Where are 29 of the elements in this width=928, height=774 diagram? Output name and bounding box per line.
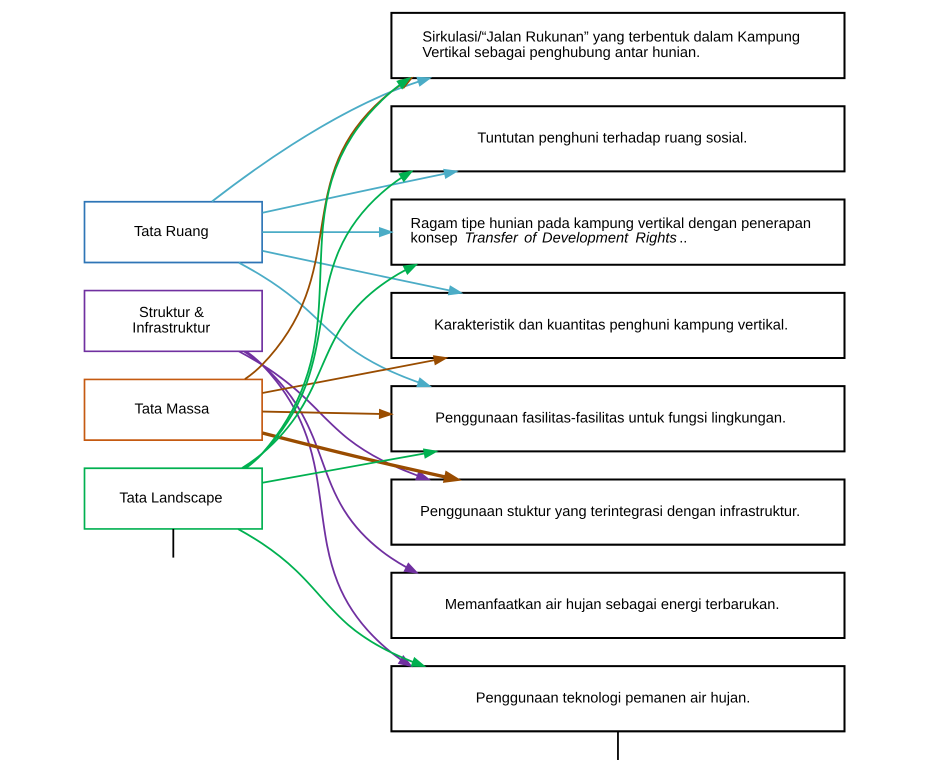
arrow xyxy=(262,448,438,484)
node-box: Memanfaatkan air hujan sebagai energi terbarukan. xyxy=(390,572,846,639)
arrow xyxy=(262,355,448,394)
arrow xyxy=(237,528,426,668)
arrow xyxy=(244,76,411,469)
arrow xyxy=(262,168,458,214)
connector xyxy=(616,731,618,760)
node-box: Penggunaan fasilitas-fasilitas untuk fungsi lingkungan. xyxy=(390,385,846,452)
arrow xyxy=(262,408,394,420)
arrow xyxy=(241,264,418,469)
node-box: Tata Landscape xyxy=(83,467,262,530)
arrow xyxy=(244,170,414,469)
connector xyxy=(172,528,174,558)
node-box: Tuntutan penghuni terhadap ruang sosial. xyxy=(390,105,846,172)
arrow xyxy=(238,262,432,388)
arrow xyxy=(262,250,463,296)
node-box: Tata Massa xyxy=(83,378,262,441)
node-box: Penggunaan stuktur yang terintegrasi dengan infrastruktur. xyxy=(390,478,846,546)
arrow xyxy=(261,431,462,483)
arrow xyxy=(243,350,418,574)
arrow xyxy=(238,350,430,480)
node-box: Penggunaan teknologi pemanen air hujan. xyxy=(390,665,846,732)
arrow xyxy=(262,226,394,238)
node-box: Ragam tipe hunian pada kampung vertikal dengan penerapan konsep Transfer of Development Rights.. xyxy=(390,198,846,266)
arrow xyxy=(245,350,413,668)
node-box: Karakteristik dan kuantitas penghuni kampung vertikal. xyxy=(390,292,846,360)
node-box: Sirkulasi/“Jalan Rukunan” yang terbentuk dalam Kampung Vertikal sebagai penghubung antar hunian. xyxy=(390,12,846,80)
node-box: Struktur & Infrastruktur xyxy=(83,290,262,352)
node-box: Tata Ruang xyxy=(83,200,262,264)
